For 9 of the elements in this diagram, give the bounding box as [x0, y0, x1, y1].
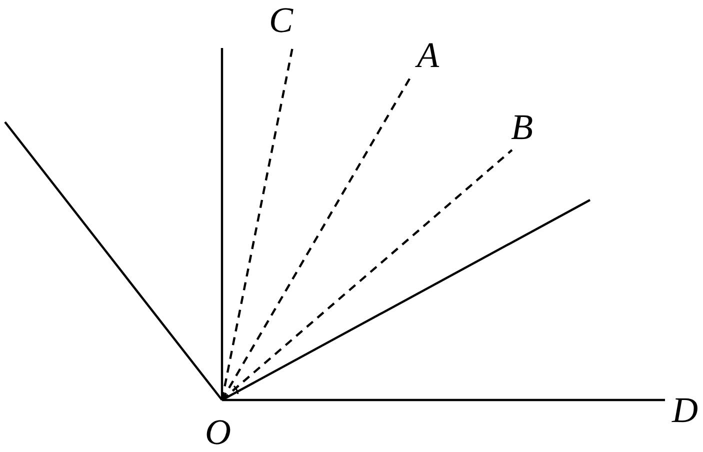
- point-label: B: [511, 109, 533, 145]
- point-label: D: [672, 392, 698, 428]
- dashed-ray: [221, 77, 411, 401]
- point-label: C: [269, 2, 293, 38]
- ray: [222, 398, 665, 402]
- ray: [220, 48, 224, 400]
- point-label: O: [205, 414, 231, 450]
- point-label: A: [417, 37, 439, 73]
- ray: [4, 121, 223, 401]
